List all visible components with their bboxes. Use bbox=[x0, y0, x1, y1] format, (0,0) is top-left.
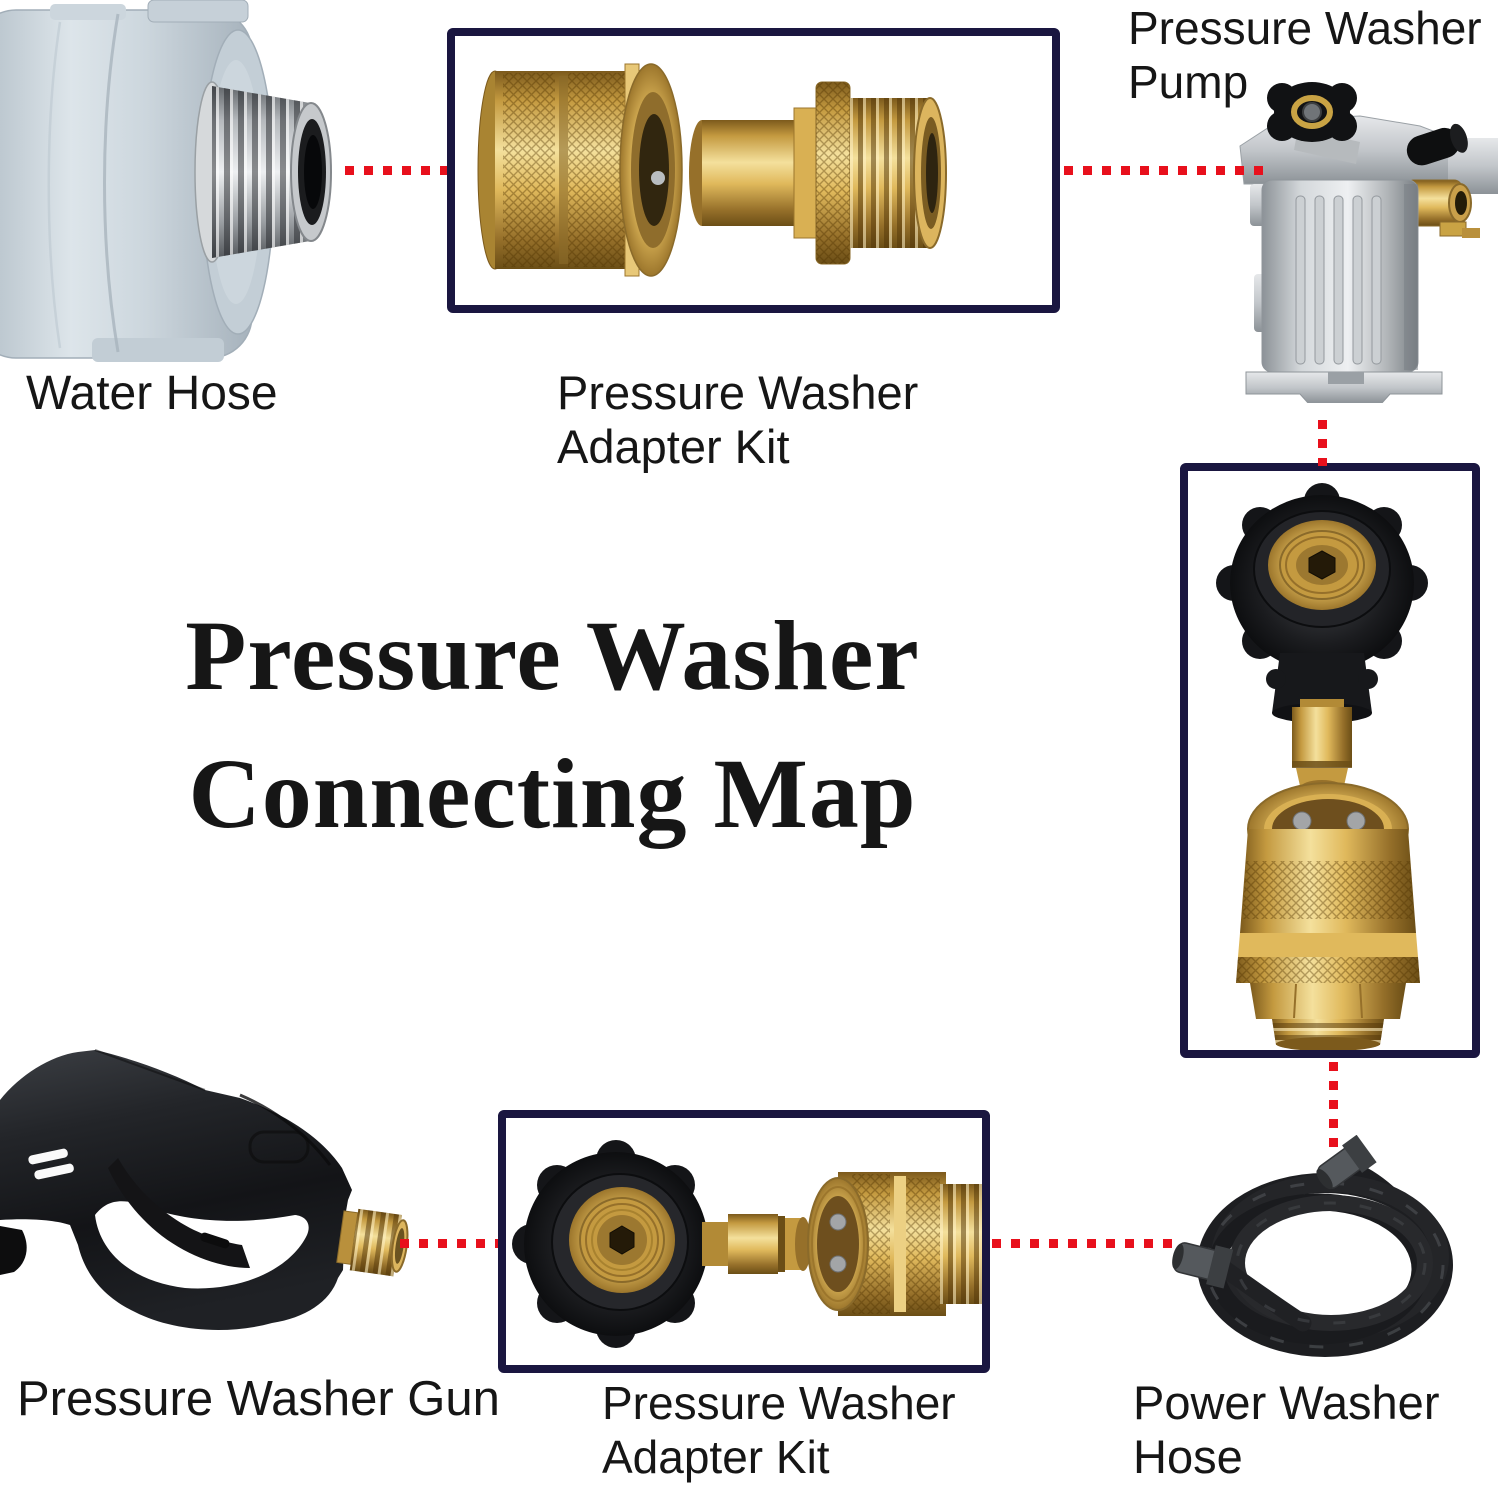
gun-body bbox=[0, 1049, 352, 1330]
pump-inlet bbox=[1406, 123, 1468, 166]
connector-adapter-bottom-to-hose bbox=[992, 1239, 1182, 1248]
hose-end-fitting-left bbox=[1172, 1242, 1234, 1289]
m22-swivel-fitting bbox=[1216, 483, 1428, 723]
diagram-title-line1: Pressure Washer bbox=[185, 600, 920, 711]
adapter-kit-top-label: Pressure Washer Adapter Kit bbox=[557, 366, 918, 474]
connector-gun-to-adapter-bottom bbox=[400, 1239, 498, 1248]
adapter-kit-box-bottom bbox=[498, 1110, 990, 1373]
hose-coil bbox=[1197, 1160, 1453, 1357]
brass-quick-coupler bbox=[1236, 782, 1420, 1051]
adapter-kit-bottom-label-line2: Adapter Kit bbox=[602, 1431, 830, 1483]
gun-brass-outlet bbox=[336, 1208, 409, 1277]
adapter-box-right bbox=[1180, 463, 1480, 1058]
connector-pump-to-adapter-right bbox=[1318, 420, 1327, 466]
m22-swivel-fitting bbox=[512, 1140, 720, 1348]
quick-connect-plug-stem bbox=[1292, 699, 1352, 796]
pump-mount-flange bbox=[1245, 371, 1443, 403]
m22-quick-connect-adapter-kit-photo bbox=[512, 1140, 982, 1348]
adapter-kit-bottom-label-line1: Pressure Washer bbox=[602, 1377, 956, 1429]
hose-threaded-fitting bbox=[194, 81, 332, 263]
pump-brass-outlet bbox=[1405, 179, 1480, 238]
diagram-title: Pressure Washer Connecting Map bbox=[95, 587, 1010, 863]
adapter-kit-top-label-line2: Adapter Kit bbox=[557, 420, 790, 473]
diagram-title-line2: Connecting Map bbox=[188, 738, 917, 849]
gun-label: Pressure Washer Gun bbox=[17, 1372, 500, 1426]
pump-label: Pressure Washer Pump bbox=[1128, 1, 1482, 109]
adapter-kit-top-photo bbox=[477, 63, 947, 277]
gun-trigger bbox=[108, 1158, 250, 1268]
pressure-washer-pump-photo bbox=[1239, 82, 1498, 403]
hose-end-fitting-top bbox=[1316, 1135, 1377, 1190]
connector-adapter-right-to-hose bbox=[1329, 1062, 1338, 1150]
hose-label-line1: Power Washer bbox=[1133, 1376, 1440, 1429]
hose-label: Power Washer Hose bbox=[1133, 1376, 1439, 1484]
power-washer-hose-photo bbox=[1172, 1135, 1453, 1357]
garden-hose-female-coupler bbox=[477, 63, 683, 277]
adapter-kit-bottom-label: Pressure Washer Adapter Kit bbox=[602, 1376, 956, 1484]
brass-quick-coupler bbox=[807, 1172, 982, 1316]
connector-adapter-top-to-pump bbox=[1064, 166, 1270, 175]
garden-hose-male-plug bbox=[689, 81, 947, 265]
water-hose-photo bbox=[0, 0, 332, 362]
m22-quick-connect-adapter-photo bbox=[1216, 483, 1428, 1051]
adapter-kit-top-label-line1: Pressure Washer bbox=[557, 366, 919, 419]
quick-connect-plug bbox=[702, 1214, 811, 1274]
connector-hose-to-adapter-top bbox=[345, 166, 447, 175]
pressure-washer-gun-photo bbox=[0, 1049, 409, 1330]
pump-knob bbox=[1267, 82, 1357, 142]
water-hose-label: Water Hose bbox=[26, 367, 278, 420]
pump-label-line1: Pressure Washer bbox=[1128, 2, 1482, 54]
pump-label-line2: Pump bbox=[1128, 56, 1249, 108]
adapter-kit-box-top bbox=[447, 28, 1060, 313]
hose-label-line2: Hose bbox=[1133, 1430, 1243, 1483]
pump-body bbox=[1250, 179, 1419, 373]
